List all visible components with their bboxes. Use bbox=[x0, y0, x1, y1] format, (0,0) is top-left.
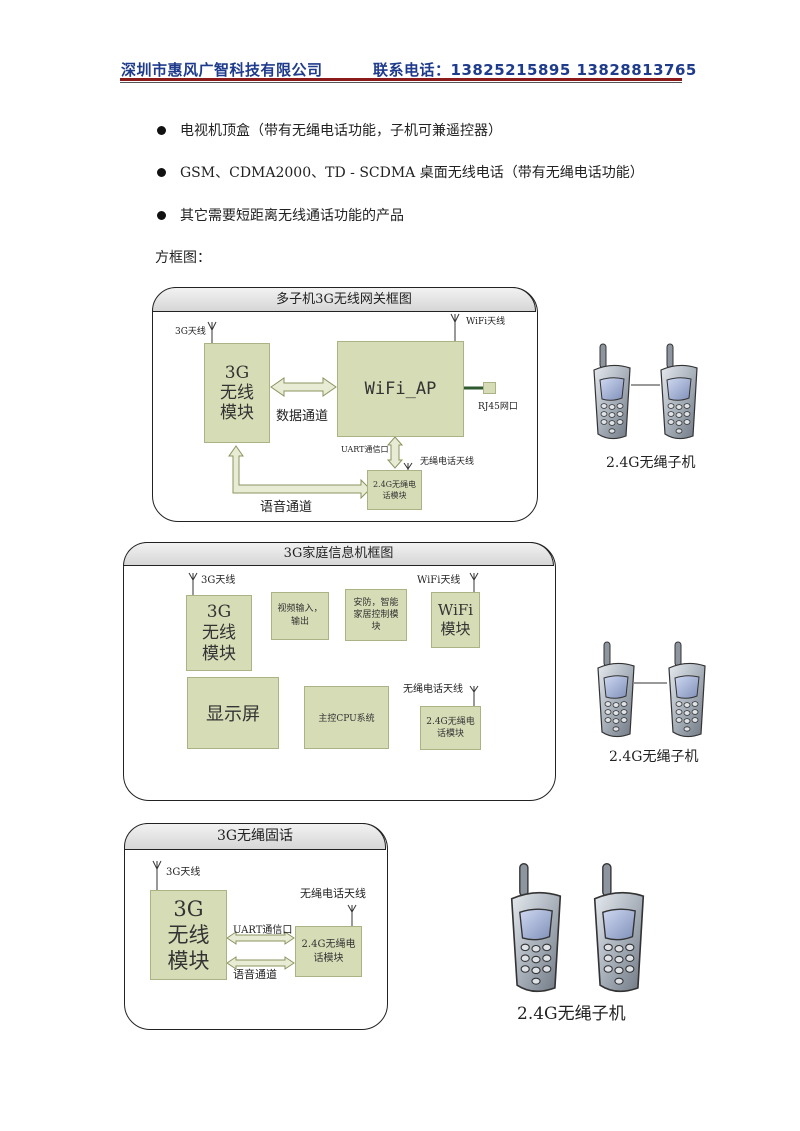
bullet-item: 其它需要短距离无线通话功能的产品 bbox=[180, 208, 404, 224]
security-module-box: 安防，智能 家居控制模 块 bbox=[345, 589, 407, 641]
uart-label: UART通信口 bbox=[341, 445, 389, 454]
header-rule bbox=[120, 78, 682, 81]
bullet-dot bbox=[157, 168, 166, 177]
cordless-module-box: 2.4G无绳电 话模块 bbox=[420, 706, 481, 750]
antenna-icon bbox=[347, 904, 357, 926]
phone-icon bbox=[668, 641, 706, 738]
cpu-box: 主控CPU系统 bbox=[304, 686, 389, 749]
module-3g-box: 3G 无线 模块 bbox=[150, 890, 227, 980]
phone-caption: 2.4G无绳子机 bbox=[517, 1004, 626, 1024]
data-channel-label: 数据通道 bbox=[276, 409, 329, 424]
antenna-icon bbox=[469, 685, 479, 706]
antenna-icon bbox=[188, 572, 198, 595]
wifi-module-box: WiFi 模块 bbox=[431, 592, 480, 648]
voice-channel-label: 语音通道 bbox=[260, 500, 313, 515]
uart-arrow bbox=[386, 436, 404, 469]
cordless-module-box: 2.4G无绳电 话模块 bbox=[367, 470, 422, 510]
section-title: 方框图： bbox=[155, 250, 211, 266]
contact-phone: 联系电话：13825215895 13828813765 bbox=[373, 61, 697, 79]
antenna-3g-label: 3G天线 bbox=[166, 867, 201, 878]
phone-caption: 2.4G无绳子机 bbox=[606, 455, 696, 471]
cordless-antenna-label: 无绳电话天线 bbox=[300, 887, 366, 900]
diagram1-title: 多子机3G无线网关框图 bbox=[152, 287, 536, 312]
phone-caption: 2.4G无绳子机 bbox=[609, 749, 699, 765]
voice-channel-label: 语音通道 bbox=[233, 968, 277, 981]
phone-icon bbox=[597, 641, 635, 738]
uart-label: UART通信口 bbox=[233, 925, 293, 936]
module-3g-box: 3G 无线 模块 bbox=[186, 595, 252, 671]
voice-channel-arrow bbox=[226, 956, 295, 970]
bullet-dot bbox=[157, 126, 166, 135]
cordless-antenna-label: 无绳电话天线 bbox=[403, 684, 463, 695]
phone-icon bbox=[593, 343, 631, 440]
bullet-item: GSM、CDMA2000、TD - SCDMA 桌面无线电话（带有无绳电话功能） bbox=[180, 165, 644, 181]
phone-icon bbox=[593, 862, 645, 993]
module-3g-box: 3G 无线 模块 bbox=[204, 343, 270, 443]
antenna-3g-label: 3G天线 bbox=[201, 575, 236, 586]
bullet-dot bbox=[157, 211, 166, 220]
company-name: 深圳市惠风广智科技有限公司 bbox=[121, 61, 323, 79]
phone-icon bbox=[510, 862, 562, 993]
antenna-wifi-label: WiFi天线 bbox=[466, 317, 506, 327]
antenna-3g-label: 3G天线 bbox=[175, 327, 206, 337]
rj45-label: RJ45网口 bbox=[478, 402, 518, 412]
antenna-icon bbox=[207, 321, 217, 344]
antenna-icon bbox=[152, 860, 162, 890]
antenna-icon bbox=[469, 572, 479, 592]
bullet-item: 电视机顶盒（带有无绳电话功能，子机可兼遥控器） bbox=[180, 123, 502, 139]
diagram2-panel bbox=[123, 542, 556, 801]
cordless-antenna-label: 无绳电话天线 bbox=[420, 457, 475, 467]
rj45-port-box bbox=[483, 382, 496, 394]
wifi-ap-box: WiFi_AP bbox=[337, 341, 464, 437]
antenna-icon bbox=[450, 313, 460, 343]
phone-icon bbox=[660, 343, 698, 440]
display-box: 显示屏 bbox=[187, 677, 279, 749]
video-io-box: 视频输入， 输出 bbox=[271, 592, 329, 640]
header-rule-thin bbox=[120, 82, 682, 83]
uart-arrow bbox=[226, 931, 295, 945]
antenna-wifi-label: WiFi天线 bbox=[417, 575, 461, 586]
data-channel-arrow bbox=[270, 377, 337, 397]
cordless-module-box: 2.4G无绳电 话模块 bbox=[295, 926, 362, 977]
